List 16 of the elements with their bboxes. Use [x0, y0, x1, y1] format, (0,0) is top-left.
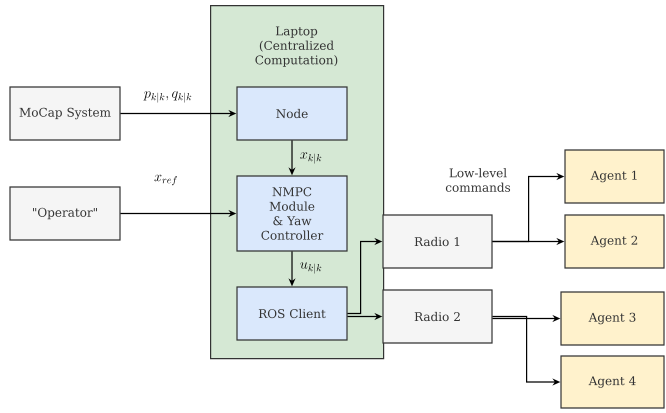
edge-label: $u_{k|k}$	[300, 262, 322, 274]
edge-label: $x_{ref}$	[154, 174, 177, 186]
agent-box: Agent 2	[564, 214, 665, 269]
edge-label: $x_{k|k}$	[300, 152, 322, 164]
radio-box: Radio 2	[382, 289, 493, 344]
process-box: NMPC Module & Yaw Controller	[236, 175, 348, 252]
radio-box: Radio 1	[382, 214, 493, 269]
agent-box: Agent 3	[560, 291, 665, 346]
process-box: ROS Client	[236, 286, 348, 341]
agent-box: Agent 4	[560, 355, 665, 409]
source-box: MoCap System	[9, 86, 121, 141]
process-box: Node	[236, 86, 348, 141]
agent-box: Agent 1	[564, 149, 665, 204]
source-box: "Operator"	[9, 186, 121, 241]
edge-label: $p_{k|k}, q_{k|k}$	[143, 91, 192, 103]
edge-label: Low-level commands	[446, 168, 510, 192]
